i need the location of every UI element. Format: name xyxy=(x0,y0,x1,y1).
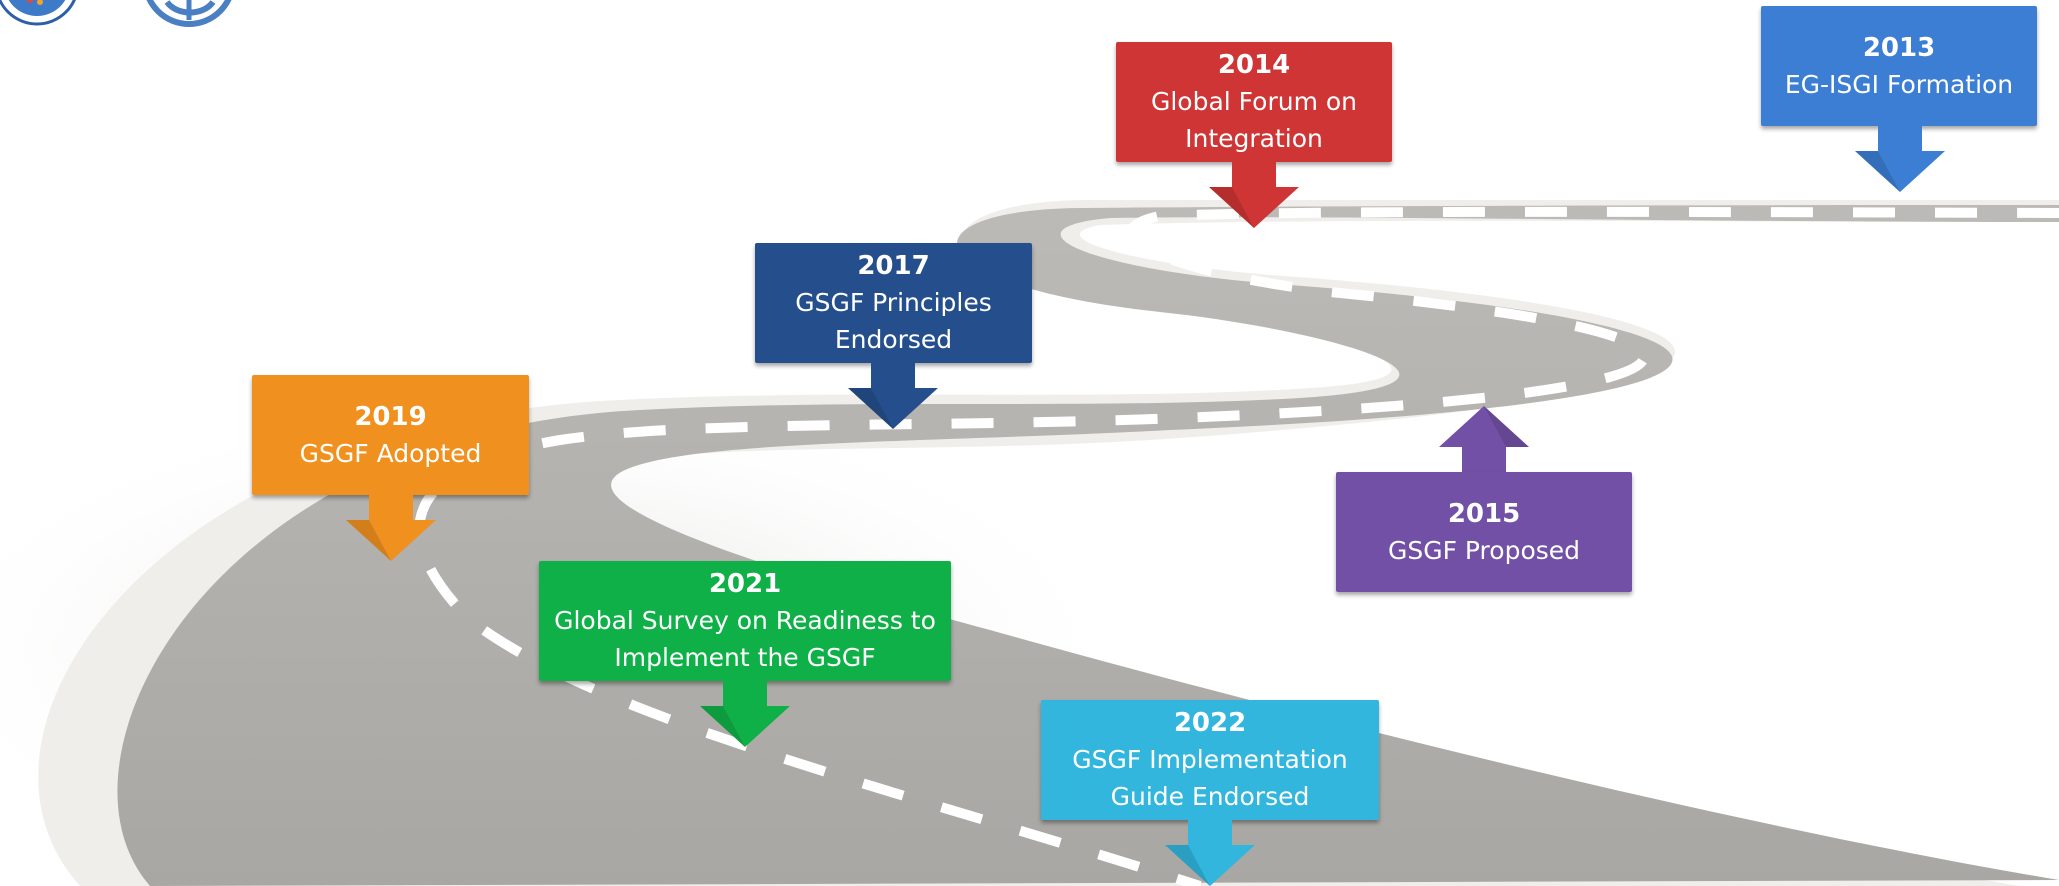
milestone-label: GSGF Proposed xyxy=(1387,535,1581,565)
arrow-down-icon xyxy=(848,363,938,429)
milestone-year: 2013 xyxy=(1862,32,1936,63)
milestone-box: 2014 Global Forum on Integration xyxy=(1116,42,1392,162)
milestone-2019: 2019 GSGF Adopted xyxy=(252,375,529,561)
milestone-label: Global Survey on Readiness to Implement … xyxy=(554,606,936,672)
milestone-2013: 2013 EG-ISGI Formation xyxy=(1761,6,2037,192)
road-surface xyxy=(117,205,2059,886)
arrow-down-icon xyxy=(1165,820,1255,886)
milestone-box: 2019 GSGF Adopted xyxy=(252,375,529,495)
population-seal-logo xyxy=(0,0,80,26)
milestone-box: 2013 EG-ISGI Formation xyxy=(1761,6,2037,126)
arrow-down-icon xyxy=(346,495,436,561)
milestone-year: 2017 xyxy=(857,251,930,281)
milestone-label: GSGF Principles Endorsed xyxy=(795,288,992,354)
milestone-label: EG-ISGI Formation xyxy=(1784,69,2014,99)
arrow-down-icon xyxy=(1855,126,1945,192)
milestone-label: Global Forum on Integration xyxy=(1150,87,1358,153)
milestone-2022: 2022 GSGF Implementation Guide Endorsed xyxy=(1041,700,1379,886)
milestone-2021: 2021 Global Survey on Readiness to Imple… xyxy=(539,561,951,747)
lane-divider xyxy=(414,206,2059,886)
milestone-box: 2022 GSGF Implementation Guide Endorsed xyxy=(1041,700,1379,820)
gsgf-circle-logo xyxy=(137,0,241,28)
milestone-year: 2019 xyxy=(354,401,427,432)
milestone-2015: 2015 GSGF Proposed xyxy=(1336,406,1632,592)
milestone-2017: 2017 GSGF Principles Endorsed xyxy=(755,243,1032,429)
arrow-down-icon xyxy=(1209,162,1299,228)
milestone-box: 2015 GSGF Proposed xyxy=(1336,472,1632,592)
arrow-up-icon xyxy=(1439,406,1529,472)
milestone-year: 2015 xyxy=(1447,498,1521,529)
milestone-box: 2017 GSGF Principles Endorsed xyxy=(755,243,1032,363)
milestone-year: 2022 xyxy=(1173,708,1247,738)
milestone-label: GSGF Adopted xyxy=(299,438,482,468)
milestone-label: GSGF Implementation Guide Endorsed xyxy=(1072,745,1348,811)
milestone-year: 2021 xyxy=(708,569,782,599)
milestone-box: 2021 Global Survey on Readiness to Imple… xyxy=(539,561,951,681)
milestone-year: 2014 xyxy=(1217,50,1291,80)
arrow-down-icon xyxy=(700,681,790,747)
milestone-2014: 2014 Global Forum on Integration xyxy=(1116,42,1392,228)
